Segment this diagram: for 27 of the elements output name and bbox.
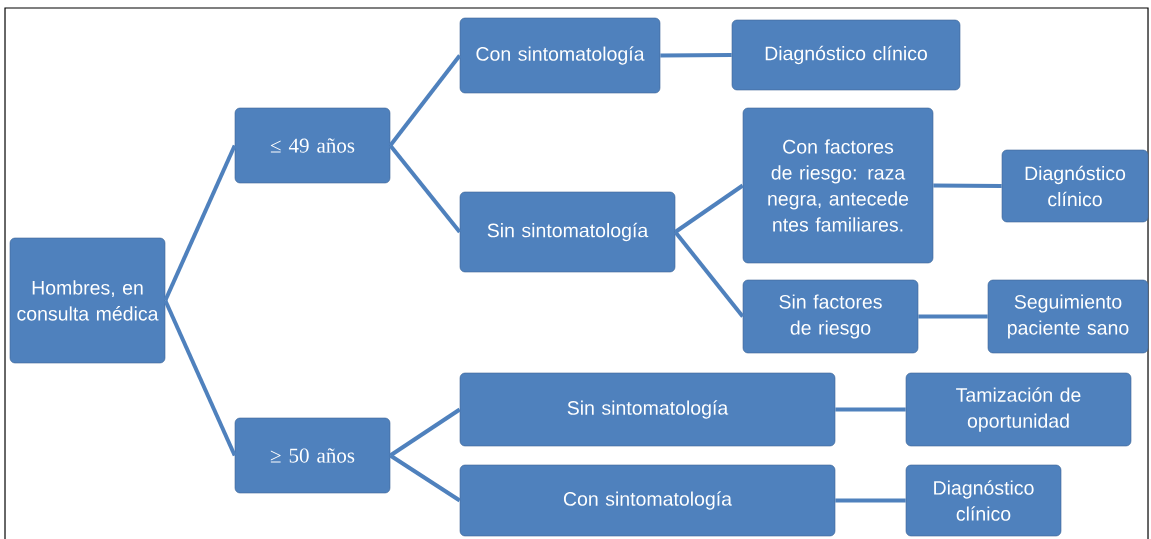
process-box: Diagnóstico clínico bbox=[731, 19, 961, 91]
process-box: ≥ 50 años bbox=[234, 417, 391, 494]
process-box: Tamización de oportunidad bbox=[905, 372, 1132, 447]
connector-line bbox=[163, 144, 237, 302]
connector-line bbox=[389, 407, 461, 458]
connector-line bbox=[389, 453, 461, 503]
process-box: Diagnóstico clínico bbox=[1001, 149, 1149, 223]
connector-line bbox=[660, 53, 732, 58]
process-box: Sin sintomatología bbox=[459, 191, 676, 273]
process-box: Sin sintomatología bbox=[459, 372, 836, 447]
connector-line bbox=[933, 183, 1002, 188]
connector-line bbox=[673, 230, 745, 318]
process-box: ≤ 49 años bbox=[234, 107, 391, 184]
process-box: Con sintomatología bbox=[459, 464, 836, 537]
connector-line bbox=[388, 54, 462, 147]
connector-line bbox=[835, 407, 906, 412]
process-box: Con sintomatología bbox=[459, 17, 661, 94]
connector-line bbox=[918, 314, 988, 319]
connector-line bbox=[388, 144, 462, 234]
process-box: Con factores de riesgo: raza negra, antecede ntes familiares. bbox=[742, 107, 934, 264]
process-box: Sin factores de riesgo bbox=[742, 279, 919, 354]
connector-line bbox=[674, 183, 744, 234]
connector-line bbox=[163, 299, 237, 457]
process-box: Diagnóstico clínico bbox=[905, 464, 1062, 537]
connector-line bbox=[835, 498, 906, 503]
process-box: Hombres, en consulta médica bbox=[9, 237, 166, 364]
process-box: Seguimiento paciente sano bbox=[987, 279, 1149, 354]
